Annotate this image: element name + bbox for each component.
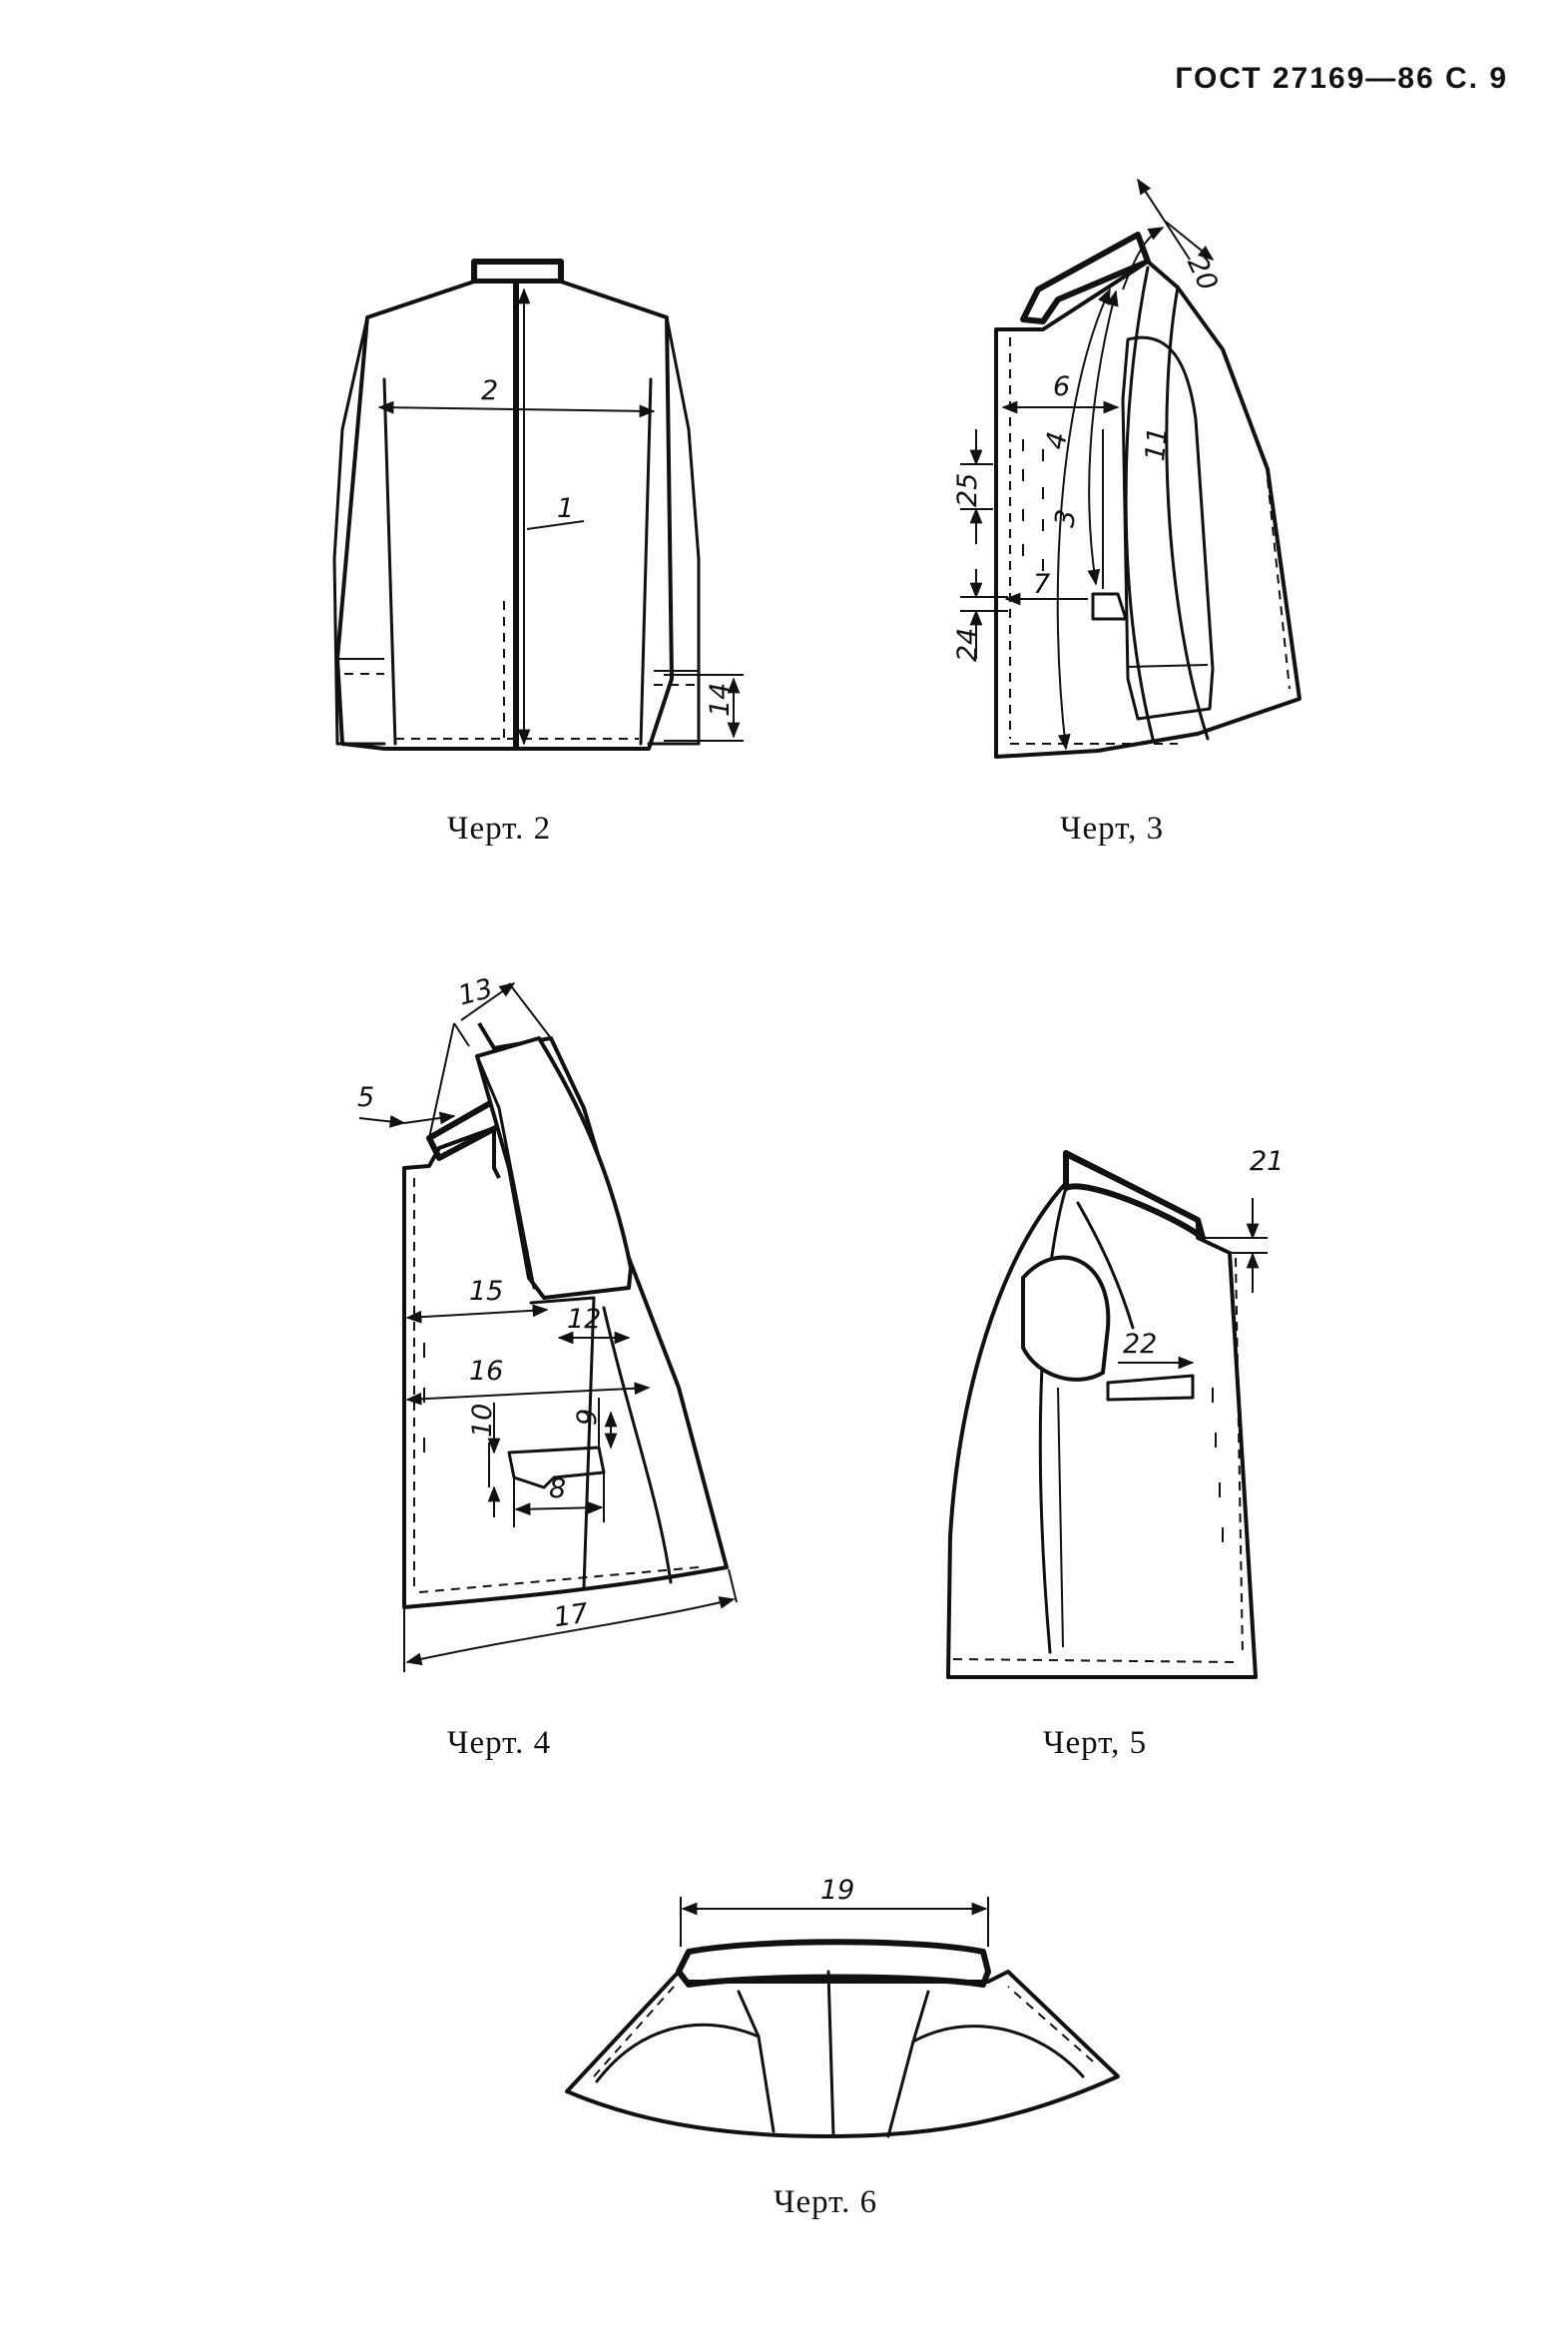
figure-3-label-11: 11 [1140,425,1174,462]
figure-3-label-6: 6 [1053,371,1070,402]
figure-4-label-17: 17 [552,1598,590,1633]
figure-4-jacket-front: 13 5 15 12 16 10 9 8 17 [357,973,738,1672]
figure-2-jacket-back: 2 1 14 [332,259,744,751]
figure-3-jacket-side: 6 4 3 11 20 25 7 24 [952,178,1302,759]
figure-3-label-24: 24 [952,628,983,662]
figure-6-caption: Черт. 6 [774,2184,878,2220]
figure-3-caption: Черт, 3 [1060,811,1165,847]
figure-2-label-2: 2 [481,375,498,406]
figure-6-jacket-top: 19 [565,1875,1120,2138]
figure-4-label-10: 10 [467,1404,498,1438]
figure-5-label-21: 21 [1250,1146,1284,1177]
figure-5-jacket-front: 21 22 [946,1146,1284,1679]
figure-4-label-9: 9 [572,1409,603,1426]
figure-4-label-16: 16 [469,1356,503,1387]
figure-2-label-14: 14 [705,683,736,717]
figure-4-label-15: 15 [469,1276,503,1307]
figure-3-label-25: 25 [952,473,983,507]
figure-6-label-19: 19 [820,1875,854,1906]
figure-4-label-8: 8 [549,1473,566,1504]
figure-2-caption: Черт. 2 [447,811,552,847]
figure-4-label-13: 13 [455,973,496,1012]
page-header: ГОСТ 27169—86 С. 9 [1175,62,1508,95]
figure-3-label-4: 4 [1040,429,1074,451]
figure-3-label-3: 3 [1049,507,1083,529]
figure-2-label-1: 1 [557,493,574,524]
figure-4-label-12: 12 [567,1304,601,1335]
figure-3-label-20: 20 [1181,252,1224,295]
figure-3-label-7: 7 [1033,569,1050,600]
figure-5-caption: Черт, 5 [1043,1725,1148,1761]
figure-4-label-5: 5 [357,1082,374,1113]
figure-4-caption: Черт. 4 [447,1725,552,1761]
figure-5-label-22: 22 [1123,1329,1157,1360]
